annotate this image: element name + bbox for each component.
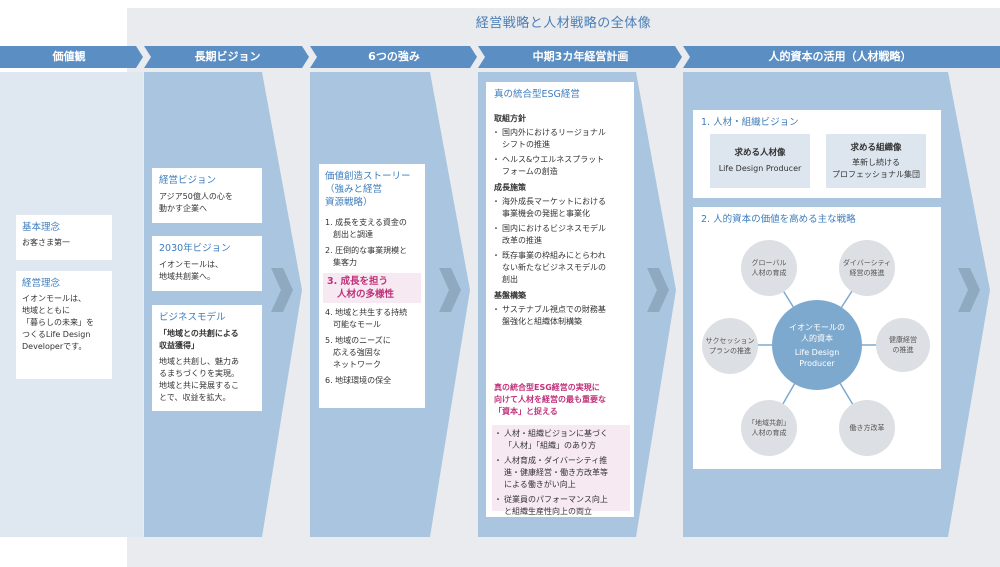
desired-org-box: 求める組織像 革新し続ける プロフェッショナル集団 bbox=[826, 134, 926, 188]
vision-2030-card: 2030年ビジョン イオンモールは、 地域共創業へ。 bbox=[152, 236, 262, 291]
management-philosophy-text: イオンモールは、 地域とともに 「暮らしの未来」を つくるLife Design… bbox=[22, 294, 94, 351]
business-model-title: ビジネスモデル bbox=[159, 312, 226, 323]
hr-strategy-title: 2. 人的資本の価値を高める主な戦略 bbox=[701, 214, 856, 225]
growth-title: 成長施策 bbox=[494, 183, 526, 192]
pink-box: 人材・組織ビジョンに基づく「人材」「組織」のあり方 人材育成・ダイバーシティ推進… bbox=[492, 425, 630, 516]
strength-item-4: 4. 地域と共生する持続 可能なモール bbox=[325, 308, 408, 329]
header-arrow-hr bbox=[683, 46, 1000, 68]
business-model-card: ビジネスモデル 「地域との共創による 収益獲得」 地域と共創し、魅力あ るまちづ… bbox=[152, 305, 262, 411]
pink-heading: 真の統合型ESG経営の実現に 向けて人材を経営の最も重要な 「資本」と捉える bbox=[494, 383, 606, 416]
management-philosophy-card: 経営理念 イオンモールは、 地域とともに 「暮らしの未来」を つくるLife D… bbox=[16, 271, 112, 379]
business-model-subtitle: 「地域との共創による 収益獲得」 bbox=[159, 329, 239, 350]
human-capital-hub: イオンモールの 人的資本 Life Design Producer bbox=[772, 300, 862, 390]
strength-item-2: 2. 圧倒的な事業規模と 集客力 bbox=[325, 246, 408, 267]
management-philosophy-title: 経営理念 bbox=[22, 278, 61, 289]
page-title: 経営戦略と人材戦略の全体像 bbox=[475, 16, 652, 31]
value-creation-title: 価値創造ストーリー （強みと経営 資源戦略） bbox=[325, 171, 411, 208]
desired-org-title: 求める組織像 bbox=[850, 142, 902, 153]
strength-item-1: 1. 成長を支える資金の 創出と調達 bbox=[325, 218, 407, 239]
desired-org-text: 革新し続ける プロフェッショナル集団 bbox=[832, 157, 920, 179]
hub-succession: サクセッションプランの推進 bbox=[702, 318, 758, 374]
list-item: 人材・組織ビジョンに基づく「人材」「組織」のあり方 bbox=[494, 428, 626, 452]
header-arrow-values bbox=[0, 46, 143, 68]
header-vision: 長期ビジョン bbox=[194, 50, 261, 63]
header-midplan: 中期3カ年経営計画 bbox=[532, 50, 629, 63]
basic-philosophy-title: 基本理念 bbox=[22, 222, 61, 233]
hr-vision-title: 1. 人材・組織ビジョン bbox=[701, 117, 799, 128]
header-arrow-vision bbox=[144, 46, 309, 68]
management-vision-title: 経営ビジョン bbox=[159, 175, 217, 186]
pink-list: 人材・組織ビジョンに基づく「人材」「組織」のあり方 人材育成・ダイバーシティ推進… bbox=[494, 428, 626, 518]
management-vision-text: アジア50億人の心を 動かす企業へ bbox=[159, 192, 233, 213]
management-vision-card: 経営ビジョン アジア50億人の心を 動かす企業へ bbox=[152, 168, 262, 223]
desired-talent-box: 求める人材像 Life Design Producer bbox=[710, 134, 810, 188]
hub-work-style: 働き方改革 bbox=[839, 400, 895, 456]
header-values: 価値観 bbox=[52, 50, 86, 63]
hub-health: 健康経営の推進 bbox=[876, 318, 930, 372]
header-strengths: 6つの強み bbox=[368, 50, 420, 63]
hub-global: グローバル人材の育成 bbox=[741, 240, 797, 296]
chevron-arrow-1 bbox=[271, 268, 293, 312]
desired-talent-title: 求める人材像 bbox=[734, 148, 786, 158]
value-creation-card: 価値創造ストーリー （強みと経営 資源戦略） 1. 成長を支える資金の 創出と調… bbox=[319, 164, 425, 408]
header-hr: 人的資本の活用（人材戦略） bbox=[768, 50, 912, 63]
strength-item-3: 3. 成長を担う 人材の多様性 bbox=[323, 273, 421, 303]
chevron-arrow-4 bbox=[958, 268, 980, 312]
desired-talent-text: Life Design Producer bbox=[718, 164, 802, 173]
foundation-title: 基盤構築 bbox=[494, 291, 526, 300]
business-model-text: 地域と共創し、魅力あ るまちづくりを実現。 地域と共に発展するこ とで、収益を拡… bbox=[159, 357, 239, 402]
vision-2030-title: 2030年ビジョン bbox=[159, 243, 231, 254]
midplan-title: 真の統合型ESG経営 bbox=[494, 89, 580, 100]
header-arrow-midplan bbox=[478, 46, 682, 68]
basic-philosophy-text: お客さま第一 bbox=[22, 238, 70, 247]
strength-item-6: 6. 地球環境の保全 bbox=[325, 376, 392, 385]
basic-philosophy-card: 基本理念 お客さま第一 bbox=[16, 215, 112, 260]
strength-item-5: 5. 地域のニーズに 応える強固な ネットワーク bbox=[325, 336, 391, 369]
hub-diversity: ダイバーシティ経営の推進 bbox=[839, 240, 895, 296]
chevron-arrow-2 bbox=[439, 268, 461, 312]
chevron-arrow-3 bbox=[647, 268, 669, 312]
policy-title: 取組方針 bbox=[494, 114, 526, 123]
header-arrow-strengths bbox=[310, 46, 477, 68]
vision-2030-text: イオンモールは、 地域共創業へ。 bbox=[159, 260, 223, 281]
hub-regional: 「地域共創」人材の育成 bbox=[741, 400, 797, 456]
